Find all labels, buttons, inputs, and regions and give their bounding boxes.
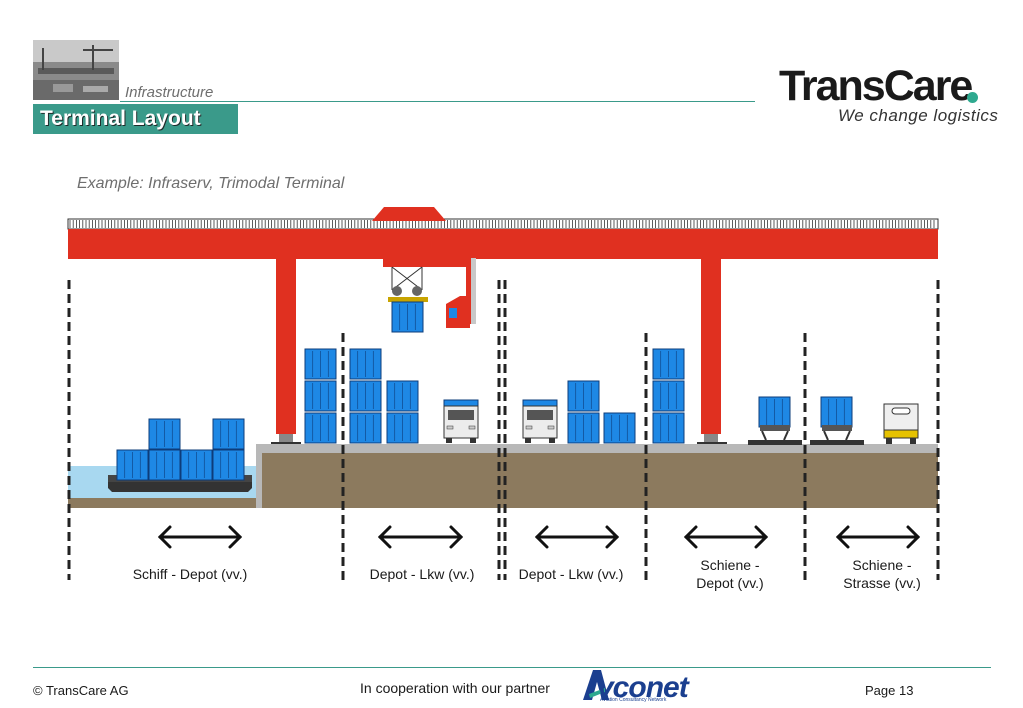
crane-trolley-top [372, 207, 446, 221]
container-icon [820, 396, 853, 428]
rail-wagon [810, 425, 864, 445]
container-icon [304, 348, 337, 380]
crane-wheel-left [279, 434, 293, 442]
transcare-logo: TransCare [779, 62, 973, 110]
crane-beam [68, 229, 938, 259]
container-icon [386, 380, 419, 412]
crane-leg-left [276, 259, 296, 434]
quay-wall [256, 444, 264, 508]
logo-tagline: We change logistics [838, 106, 999, 125]
ground-left [68, 498, 260, 508]
zone-label-line: Depot - Lkw (vv.) [518, 566, 624, 582]
crane-wheel-right [704, 434, 718, 442]
crane-cabin-window [449, 308, 457, 318]
truck [522, 399, 558, 443]
zone-separators [67, 280, 940, 580]
barge [108, 481, 252, 492]
container-icon [116, 449, 149, 481]
header-divider [120, 101, 755, 102]
zone-label-rail-depot: Schiene - Depot (vv.) [660, 556, 800, 592]
container-icon [652, 348, 685, 380]
container-icon [148, 418, 181, 450]
road-truck [883, 403, 919, 444]
example-label: Example: Infraserv, Trimodal Terminal [77, 175, 345, 192]
partner-logo: vconet [597, 671, 689, 704]
rail-wagon [748, 425, 802, 445]
zone-label-ship-depot: Schiff - Depot (vv.) [100, 565, 280, 583]
partner-tagline: Aviation Consultancy Network [600, 697, 667, 703]
container-icon [758, 396, 791, 428]
zone-label-line: Schiff - Depot (vv.) [132, 566, 248, 582]
container-icon [304, 380, 337, 412]
container-icon [304, 412, 337, 444]
logo-dot-icon [967, 92, 978, 103]
footer-cooperation: In cooperation with our partner [360, 680, 550, 696]
container-icon [386, 412, 419, 444]
crane-spreader [383, 258, 476, 324]
double-arrow-icon [157, 525, 243, 549]
container-icon [567, 380, 600, 412]
page-title-background [33, 104, 238, 134]
crane-rail [67, 218, 939, 230]
zone-label-line: Depot - Lkw (vv.) [369, 566, 475, 582]
breadcrumb: Infrastructure [125, 84, 214, 101]
zone-arrows [157, 525, 921, 549]
container-icon [212, 449, 245, 481]
zone-label-depot-truck-2: Depot - Lkw (vv.) [505, 565, 637, 583]
crane-leg-right [701, 259, 721, 434]
container-icon [349, 412, 382, 444]
zone-label-rail-road: Schiene - Strasse (vv.) [812, 556, 952, 592]
crane-cabin [446, 296, 470, 328]
truck [443, 399, 479, 443]
zone-label-line: Schiene - [852, 557, 912, 573]
containers [116, 301, 853, 481]
platform [262, 444, 938, 453]
double-arrow-icon [534, 525, 620, 549]
header-photo [33, 40, 119, 100]
container-icon [603, 412, 636, 444]
double-arrow-icon [835, 525, 921, 549]
footer-divider [33, 667, 991, 668]
container-icon [148, 449, 181, 481]
ground [262, 453, 938, 508]
container-icon [567, 412, 600, 444]
container-icon [212, 418, 245, 450]
zone-label-line: Depot (vv.) [696, 575, 764, 591]
double-arrow-icon [683, 525, 769, 549]
page-number: Page 13 [865, 683, 914, 698]
footer-copyright: © TransCare AG [33, 683, 129, 698]
partner-logo-a-icon [583, 670, 609, 700]
zone-label-line: Strasse (vv.) [843, 575, 921, 591]
container-icon [349, 380, 382, 412]
zone-label-line: Schiene - [700, 557, 760, 573]
container-icon [652, 412, 685, 444]
container-icon [349, 348, 382, 380]
container-icon [652, 380, 685, 412]
container-icon [391, 301, 424, 333]
container-icon [180, 449, 213, 481]
page-title: Terminal Layout [40, 107, 201, 130]
zone-label-depot-truck-1: Depot - Lkw (vv.) [350, 565, 494, 583]
double-arrow-icon [377, 525, 464, 549]
